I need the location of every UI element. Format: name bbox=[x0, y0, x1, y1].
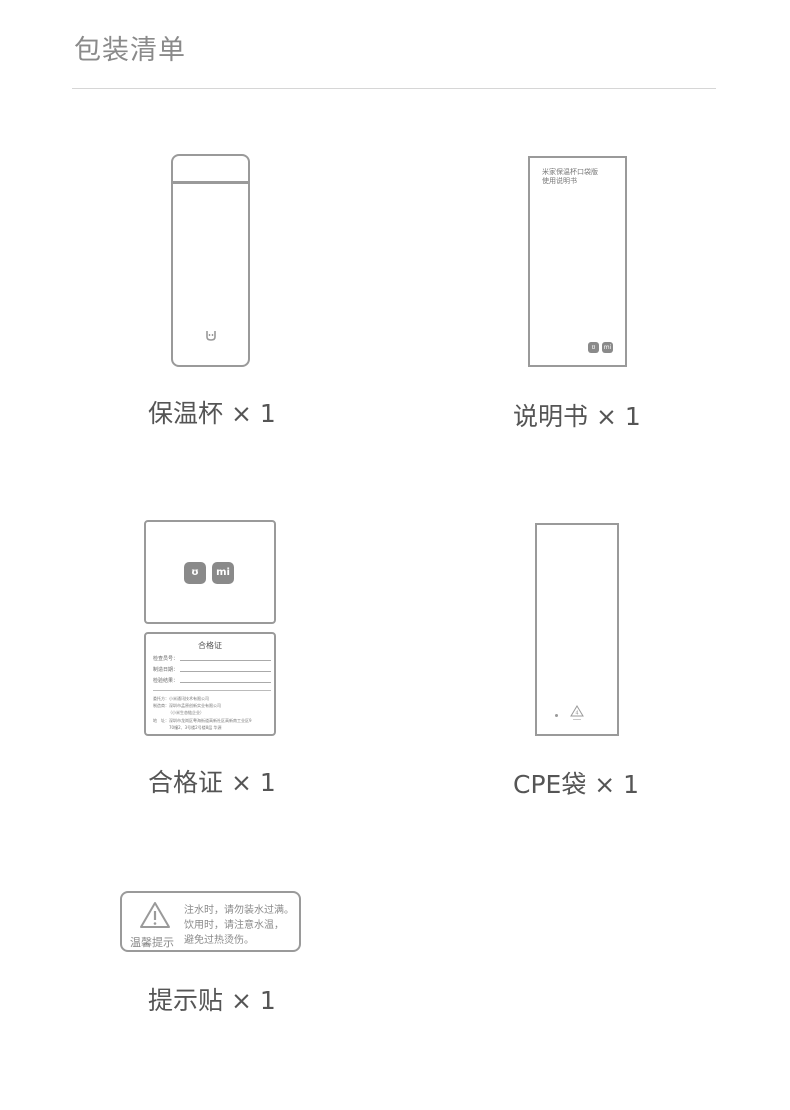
sticker-text-line: 避免过热烫伤。 bbox=[184, 935, 254, 946]
certificate-company-line: 70幢2、3号楼2号楼8层 华源 bbox=[153, 725, 222, 730]
certificate-company-line: 委托方：小米通讯技术有限公司 bbox=[153, 696, 209, 701]
sticker-label: 提示贴 × 1 bbox=[148, 986, 276, 1015]
bag-label: CPE袋 × 1 bbox=[513, 770, 640, 799]
certificate-front: ʊ mi bbox=[144, 520, 276, 624]
mi-badge-icon: mi bbox=[602, 342, 613, 353]
manual-label: 说明书 × 1 bbox=[513, 402, 641, 431]
cup-label: 保温杯 × 1 bbox=[148, 399, 276, 428]
certificate-company-line: 制造商：深圳市孟原创新实业有限公司 bbox=[153, 703, 221, 708]
sticker-text: 注水时，请勿装水过满。 饮用时，请注意水温， 避免过热烫伤。 bbox=[184, 903, 294, 948]
bag-dot bbox=[555, 714, 558, 717]
mijia-badge-icon: ʊ bbox=[184, 562, 206, 584]
certificate-separator bbox=[153, 690, 271, 691]
manual-cover-text: 米家保温杯口袋版 使用说明书 bbox=[542, 168, 598, 186]
sticker-text-line: 注水时，请勿装水过满。 bbox=[184, 905, 294, 916]
certificate-field: 制造日期： bbox=[153, 666, 271, 673]
certificate-company-line: （小米生态链企业） bbox=[168, 710, 204, 715]
certificate-field: 检查员号： bbox=[153, 655, 271, 662]
cpe-bag-illustration: 4 bbox=[535, 523, 619, 736]
page-title: 包装清单 bbox=[74, 35, 186, 66]
certificate-logos: ʊ mi bbox=[184, 562, 234, 584]
manual-logos: ʊ mi bbox=[588, 342, 613, 353]
divider bbox=[72, 88, 716, 89]
sticker-badge-text: 温馨提示 bbox=[130, 936, 174, 949]
recycle-icon: 4 bbox=[570, 705, 584, 720]
mijia-badge-icon: ʊ bbox=[588, 342, 599, 353]
svg-text:4: 4 bbox=[575, 711, 578, 717]
warning-icon bbox=[140, 902, 170, 928]
sticker-text-line: 饮用时，请注意水温， bbox=[184, 920, 284, 931]
mi-badge-icon: mi bbox=[212, 562, 234, 584]
certificate-title: 合格证 bbox=[198, 641, 222, 650]
certificate-label: 合格证 × 1 bbox=[148, 768, 276, 797]
mijia-logo-icon bbox=[206, 331, 216, 341]
certificate-field: 检验结果： bbox=[153, 677, 271, 684]
manual-text-line: 米家保温杯口袋版 bbox=[542, 168, 598, 176]
certificate-company-line: 地 址：深圳市龙岗区粤海街道高新社区高新南工业区9 bbox=[153, 718, 252, 723]
cup-lid-line bbox=[173, 181, 248, 184]
manual-text-line: 使用说明书 bbox=[542, 177, 577, 185]
certificate-back: 合格证 检查员号： 制造日期： 检验结果： 委托方：小米通讯技术有限公司 制造商… bbox=[144, 632, 276, 736]
manual-illustration: 米家保温杯口袋版 使用说明书 ʊ mi bbox=[528, 156, 627, 367]
tip-sticker-illustration: 温馨提示 注水时，请勿装水过满。 饮用时，请注意水温， 避免过热烫伤。 bbox=[120, 891, 301, 952]
thermos-cup-illustration bbox=[171, 154, 250, 367]
